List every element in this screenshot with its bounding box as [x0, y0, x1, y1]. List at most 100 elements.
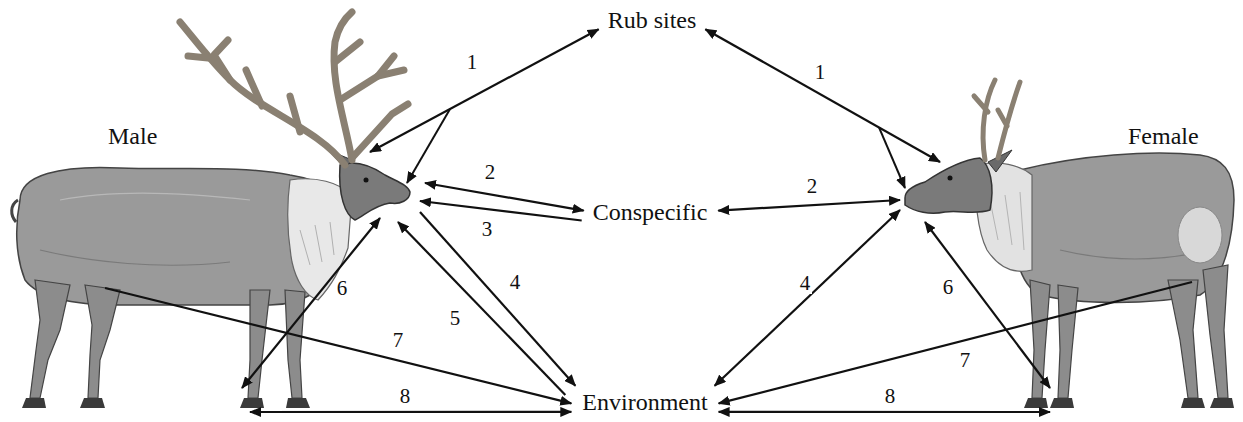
female-reindeer-part	[1024, 398, 1048, 408]
callout-number-holder: 4	[508, 272, 523, 293]
callout-number: 2	[483, 162, 498, 183]
male-reindeer-part	[340, 163, 410, 220]
male-reindeer-part	[180, 12, 408, 165]
male-reindeer-part	[40, 250, 230, 265]
callout-number-holder: 6	[941, 277, 956, 298]
callout-number: 6	[335, 278, 350, 299]
male-reindeer-part-part	[334, 12, 352, 160]
callout-number: 2	[805, 176, 820, 197]
callout-number: 4	[798, 273, 813, 294]
interaction-arrow	[370, 29, 599, 152]
callout-number-holder: 1	[465, 52, 480, 73]
male-reindeer-part-part	[180, 22, 345, 165]
animal-figure: Male	[5, 5, 425, 415]
callout-number-holder: 3	[480, 219, 495, 240]
connector-group	[105, 29, 1192, 412]
interaction-arrow	[250, 411, 571, 413]
callout-number-holder: 7	[958, 350, 973, 371]
entity-label: Environment	[579, 388, 710, 416]
female-reindeer-part	[1168, 280, 1198, 398]
male-reindeer-part-part	[214, 40, 230, 80]
callout-number-holder: 4	[798, 273, 813, 294]
interaction-arrow	[719, 282, 1192, 403]
callout-number-holder: 5	[448, 308, 463, 329]
interaction-arrow	[420, 212, 575, 386]
connector-branch	[879, 127, 905, 188]
female-reindeer-part	[1181, 398, 1205, 408]
male-reindeer-part-part	[340, 56, 394, 100]
female-reindeer-part	[1050, 398, 1074, 408]
callout-number: 5	[448, 308, 463, 329]
interaction-arrow	[425, 183, 584, 211]
leader-arrow	[242, 218, 380, 388]
female-reindeer-part	[1203, 265, 1228, 398]
node-title: Conspecific	[593, 199, 708, 225]
female-reindeer-part	[1030, 280, 1050, 398]
female-reindeer-part-part	[974, 96, 988, 112]
male-reindeer-part	[22, 398, 46, 408]
male-reindeer-part	[300, 222, 334, 265]
interaction-arrow	[718, 200, 900, 211]
female-reindeer-part	[1058, 285, 1078, 398]
interaction-arrow	[105, 288, 571, 403]
callout-number: 7	[391, 330, 406, 351]
callout-number: 3	[480, 219, 495, 240]
male-reindeer-part	[240, 398, 264, 408]
male-reindeer-part-part	[378, 70, 404, 76]
node-title: Male	[108, 123, 157, 149]
callout-number: 1	[465, 52, 480, 73]
female-reindeer-part	[974, 80, 1020, 160]
female-reindeer-part	[990, 192, 1024, 250]
callout-number: 1	[813, 62, 828, 83]
male-reindeer-part	[80, 398, 105, 408]
connector-branch	[407, 109, 450, 183]
male-reindeer-part	[60, 193, 250, 200]
interaction-arrow	[420, 201, 582, 221]
callout-number-holder: 8	[883, 386, 898, 407]
callout-number: 8	[398, 386, 413, 407]
callout-number-holder: 6	[335, 278, 350, 299]
leader-arrow	[925, 222, 1050, 388]
male-reindeer-part	[364, 178, 369, 183]
callout-number-holder: 7	[391, 330, 406, 351]
male-reindeer-part-part	[335, 42, 360, 62]
female-reindeer-part	[1178, 207, 1222, 263]
callout-number: 7	[958, 350, 973, 371]
female-reindeer-part	[905, 158, 992, 213]
female-reindeer-part-part	[998, 110, 1007, 126]
callout-number-holder: 2	[805, 176, 820, 197]
female-reindeer-part	[1014, 153, 1234, 302]
male-reindeer-part	[12, 200, 18, 222]
interaction-arrow	[715, 210, 900, 386]
entity-label: Conspecific	[590, 198, 711, 226]
interaction-arrow	[705, 29, 940, 162]
female-reindeer-part	[948, 176, 953, 181]
male-reindeer-part-part	[188, 56, 208, 58]
node-title: Female	[1128, 123, 1199, 149]
callout-number-holder: 2	[483, 162, 498, 183]
male-reindeer-part	[30, 280, 70, 398]
interaction-arrow	[719, 411, 1050, 413]
female-reindeer-part-part	[998, 82, 1020, 158]
callout-number-holder: 1	[813, 62, 828, 83]
callout-number: 6	[941, 277, 956, 298]
connector-branch-group	[407, 109, 905, 188]
female-reindeer-part	[1210, 398, 1234, 408]
male-reindeer-part	[286, 398, 310, 408]
node-title: Rub sites	[608, 7, 697, 33]
animal-figure: Female	[900, 5, 1240, 415]
male-reindeer-part	[285, 290, 305, 398]
male-reindeer-part-part	[352, 104, 408, 158]
male-reindeer-part	[248, 290, 270, 398]
entity-label: Rub sites	[605, 6, 700, 34]
interaction-arrow	[398, 222, 565, 395]
male-reindeer-part	[85, 285, 120, 398]
callout-number-holder: 8	[398, 386, 413, 407]
callout-number: 4	[508, 272, 523, 293]
male-reindeer-part-part	[290, 96, 300, 132]
female-reindeer	[905, 80, 1234, 408]
callout-number: 8	[883, 386, 898, 407]
male-reindeer-part-part	[246, 70, 262, 106]
female-reindeer-part-part	[983, 80, 995, 160]
